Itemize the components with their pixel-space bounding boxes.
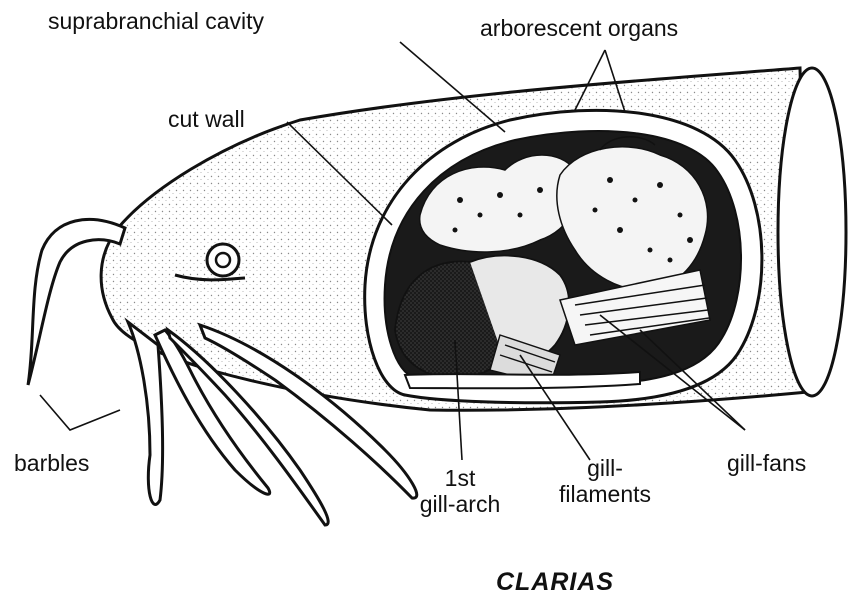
gill-arch-bar <box>405 372 640 388</box>
label-arborescent-organs: arborescent organs <box>480 15 678 41</box>
label-barbles: barbles <box>14 450 89 476</box>
leader-barbles <box>40 395 120 430</box>
label-gill-filaments: gill- filaments <box>540 455 670 508</box>
label-suprabranchial-cavity: suprabranchial cavity <box>48 8 264 34</box>
eye <box>207 244 239 276</box>
label-first-gill-arch: 1st gill-arch <box>395 465 525 518</box>
body-cross-section <box>778 68 846 396</box>
label-gill-fans: gill-fans <box>727 450 806 476</box>
diagram-title: CLARIAS <box>496 568 614 597</box>
label-cut-wall: cut wall <box>168 106 245 132</box>
